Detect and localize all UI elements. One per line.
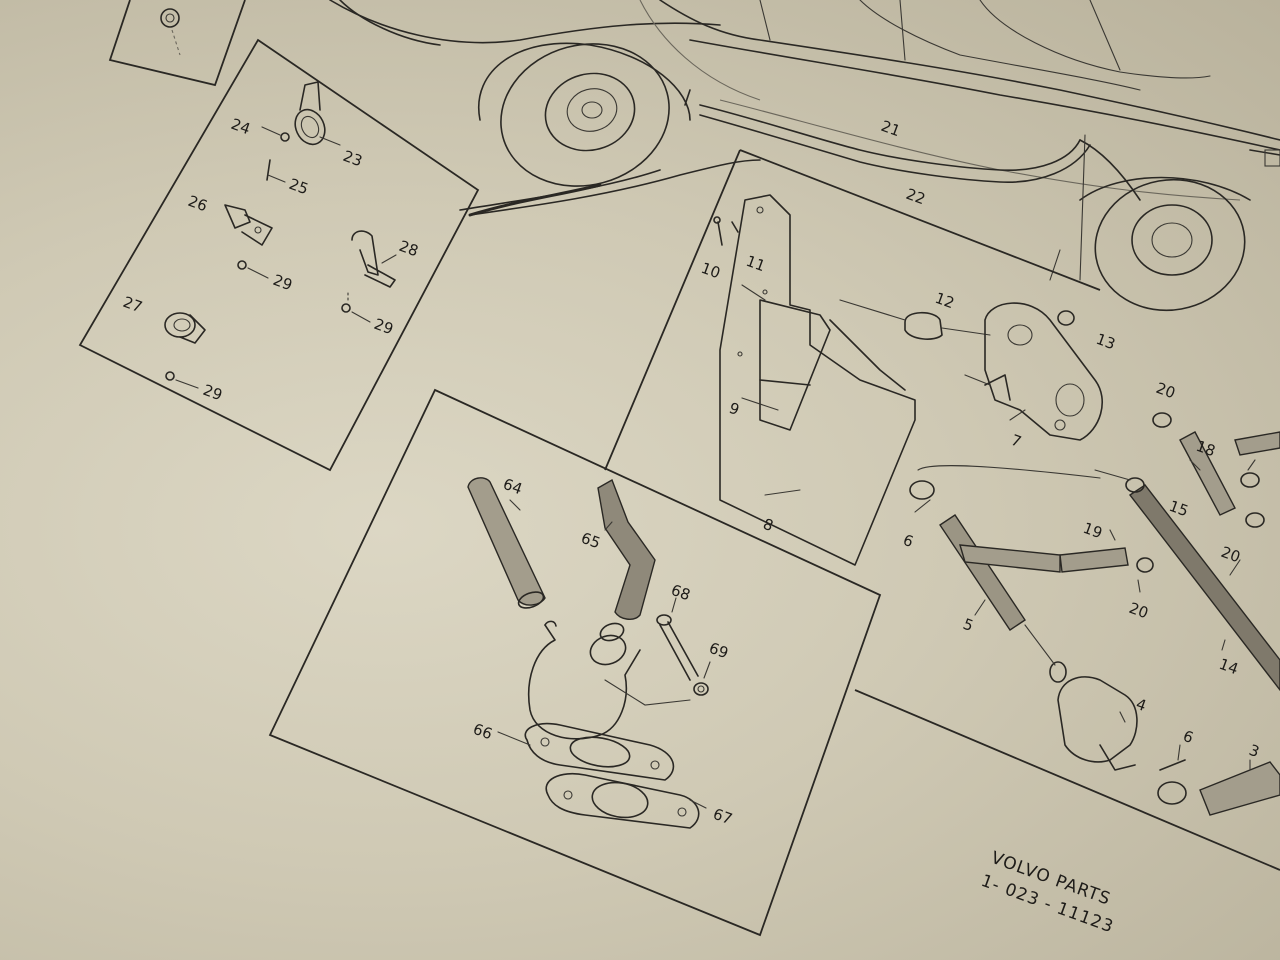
callout-10: 10 (699, 259, 723, 282)
callout-68: 68 (669, 581, 693, 604)
callout-69: 69 (707, 639, 731, 662)
callout-20-a: 20 (1154, 379, 1178, 402)
callout-65: 65 (579, 529, 603, 552)
callout-28: 28 (397, 237, 421, 260)
callout-20-c: 20 (1127, 599, 1151, 622)
callout-19: 19 (1081, 519, 1105, 542)
callout-20-b: 20 (1219, 543, 1243, 566)
callout-6-lower: 6 (1181, 727, 1196, 747)
callout-26: 26 (186, 192, 210, 215)
fuel-pump-inset-box (268, 388, 882, 937)
callout-27: 27 (121, 293, 145, 316)
callout-labels: 21 22 23 24 25 26 28 29 29 27 29 64 65 6… (121, 115, 1262, 828)
callout-29-c: 29 (201, 381, 225, 404)
callout-24: 24 (229, 115, 253, 138)
clips-inset-box (78, 38, 480, 472)
callout-6-upper: 6 (901, 531, 916, 551)
callout-9: 9 (727, 399, 742, 419)
corner-inset-box (108, 0, 246, 87)
callout-18: 18 (1194, 437, 1218, 460)
callout-23: 23 (341, 147, 365, 170)
callout-3: 3 (1247, 741, 1262, 761)
callout-7: 7 (1009, 431, 1024, 451)
callout-66: 66 (471, 720, 495, 743)
callout-64: 64 (501, 475, 525, 498)
catalog-caption: VOLVO PARTS 1- 023 - 11123 (978, 848, 1116, 938)
fuel-lines (684, 89, 1141, 281)
car-body-outline (329, 0, 1280, 216)
callout-5: 5 (961, 615, 976, 635)
callout-11: 11 (744, 252, 768, 275)
callout-22: 22 (904, 185, 928, 208)
callout-14: 14 (1217, 655, 1241, 678)
callout-21: 21 (879, 117, 903, 140)
callout-13: 13 (1094, 330, 1118, 353)
callout-29-a: 29 (271, 271, 295, 294)
rear-wheel (1079, 149, 1280, 312)
callout-67: 67 (711, 805, 735, 828)
callout-4: 4 (1134, 695, 1149, 715)
heater-assembly-box (604, 149, 1280, 871)
callout-12: 12 (933, 289, 957, 312)
callout-25: 25 (287, 175, 311, 198)
callout-15: 15 (1167, 497, 1191, 520)
front-wheel (468, 43, 670, 217)
callout-29-b: 29 (372, 315, 396, 338)
